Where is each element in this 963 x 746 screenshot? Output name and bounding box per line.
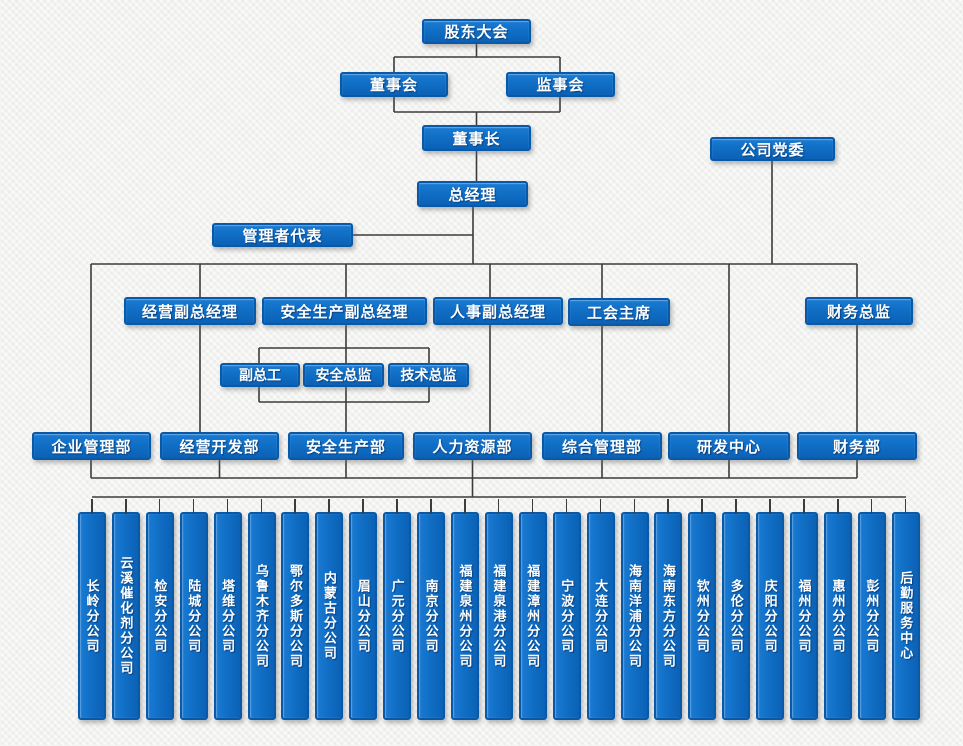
node-operations-deputy-gm: 经营副总经理 <box>124 297 256 325</box>
branch-box-ningbo: 宁波分公司 <box>552 499 581 720</box>
branch-box-nanjing: 南京分公司 <box>417 499 446 720</box>
node-technical-director: 技术总监 <box>388 363 469 387</box>
node-deputy-chief-engineer: 副总工 <box>220 363 300 387</box>
node-chairman: 董事长 <box>422 125 531 151</box>
branch-box-guangyuan: 广元分公司 <box>383 499 412 720</box>
node-management-representative: 管理者代表 <box>212 223 353 247</box>
node-shareholders-meeting: 股东大会 <box>422 19 531 44</box>
branch-box-logistics-service-center: 后勤服务中心 <box>891 499 920 720</box>
branch-box-hainan-yangpu: 海南洋浦分公司 <box>620 499 649 720</box>
branch-box-yunxi-catalyst: 云溪催化剂分公司 <box>111 499 140 720</box>
node-board-of-directors: 董事会 <box>340 72 448 97</box>
branch-box-neimenggu: 内蒙古分公司 <box>315 499 344 720</box>
node-finance-dept: 财务部 <box>797 432 917 460</box>
node-party-committee: 公司党委 <box>710 137 835 161</box>
branch-box-huizhou: 惠州分公司 <box>823 499 852 720</box>
node-human-resources-dept: 人力资源部 <box>413 432 532 460</box>
node-hr-deputy-gm: 人事副总经理 <box>433 297 563 325</box>
node-operations-development-dept: 经营开发部 <box>160 432 279 460</box>
branch-box-urumqi: 乌鲁木齐分公司 <box>247 499 276 720</box>
node-general-manager: 总经理 <box>417 181 528 207</box>
branch-box-fujian-quangang: 福建泉港分公司 <box>484 499 513 720</box>
branch-box-jianan: 检安分公司 <box>145 499 174 720</box>
branch-box-hainan-dongfang: 海南东方分公司 <box>654 499 683 720</box>
node-supervisory-board: 监事会 <box>506 72 615 97</box>
branch-box-lucheng: 陆城分公司 <box>179 499 208 720</box>
branch-box-changling: 长岭分公司 <box>78 499 106 720</box>
node-safety-production-dept: 安全生产部 <box>288 432 404 460</box>
node-safety-deputy-gm: 安全生产副总经理 <box>262 297 427 325</box>
branch-box-pengzhou: 彭州分公司 <box>857 499 886 720</box>
branch-box-tawei: 塔维分公司 <box>213 499 242 720</box>
branch-box-dalian: 大连分公司 <box>586 499 615 720</box>
branch-box-qinzhou: 钦州分公司 <box>688 499 717 720</box>
node-enterprise-management-dept: 企业管理部 <box>32 432 151 460</box>
branch-box-meishan: 眉山分公司 <box>349 499 378 720</box>
branch-box-qingyang: 庆阳分公司 <box>756 499 785 720</box>
branch-box-fujian-zhangzhou: 福建漳州分公司 <box>518 499 547 720</box>
branch-box-duolun: 多伦分公司 <box>722 499 751 720</box>
connector-paths <box>90 44 906 498</box>
node-general-management-dept: 综合管理部 <box>542 432 662 460</box>
branch-box-ordos: 鄂尔多斯分公司 <box>281 499 310 720</box>
node-rd-center: 研发中心 <box>668 432 790 460</box>
branch-row: 长岭分公司 云溪催化剂分公司 检安分公司 陆城分公司 塔维分公司 乌鲁木齐分公司… <box>78 499 920 720</box>
branch-box-fuzhou: 福州分公司 <box>790 499 819 720</box>
node-safety-director: 安全总监 <box>303 363 384 387</box>
node-finance-director: 财务总监 <box>805 297 913 325</box>
node-union-chairman: 工会主席 <box>568 298 670 326</box>
branch-box-fujian-quanzhou: 福建泉州分公司 <box>450 499 479 720</box>
